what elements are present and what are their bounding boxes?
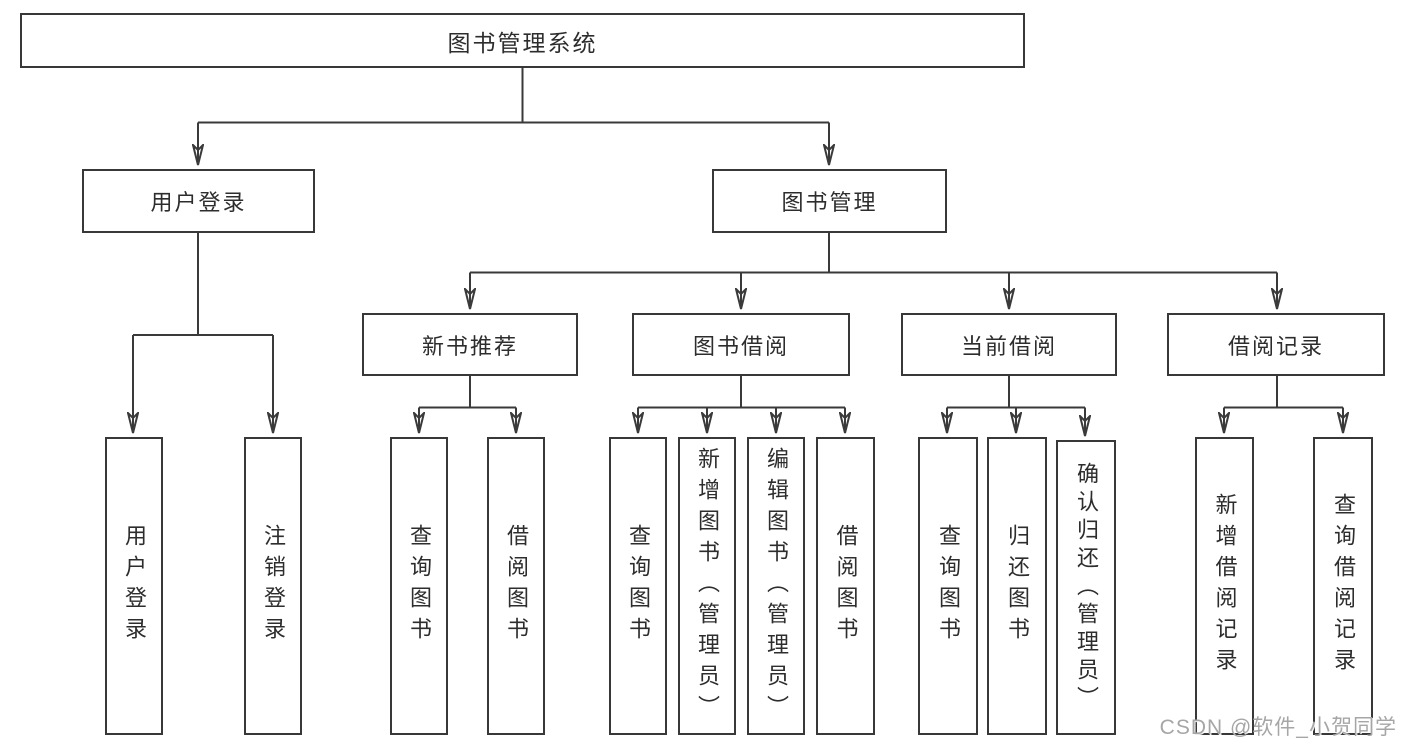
node-nbr-query-books-label: 查询图书 bbox=[407, 524, 432, 648]
node-bb-edit-books-admin-label: 编辑图书（管理员） bbox=[764, 446, 789, 726]
node-nbr-query-books: 查询图书 bbox=[390, 437, 448, 735]
node-login-leaf-label: 用户登录 bbox=[122, 524, 147, 648]
node-cb-confirm-return-admin: 确认归还（管理员） bbox=[1056, 440, 1116, 735]
node-book-borrowing: 图书借阅 bbox=[632, 313, 850, 376]
node-bb-edit-books-admin: 编辑图书（管理员） bbox=[747, 437, 805, 735]
node-root-system: 图书管理系统 bbox=[20, 13, 1025, 68]
node-bb-query-books: 查询图书 bbox=[609, 437, 667, 735]
node-bb-borrow-books-label: 借阅图书 bbox=[833, 524, 859, 648]
node-br-query-record-label: 查询借阅记录 bbox=[1331, 493, 1356, 679]
node-bb-add-books-admin-label: 新增图书（管理员） bbox=[695, 446, 720, 726]
node-bb-borrow-books: 借阅图书 bbox=[816, 437, 875, 735]
node-cb-query-books: 查询图书 bbox=[918, 437, 978, 735]
node-cb-query-books-label: 查询图书 bbox=[936, 524, 961, 648]
node-current-borrowing: 当前借阅 bbox=[901, 313, 1117, 376]
node-nbr-borrow-books: 借阅图书 bbox=[487, 437, 545, 735]
node-logout-leaf-label: 注销登录 bbox=[261, 524, 286, 648]
node-cb-return-books-label: 归还图书 bbox=[1005, 524, 1030, 648]
node-book-management-branch: 图书管理 bbox=[712, 169, 947, 233]
node-bb-add-books-admin: 新增图书（管理员） bbox=[678, 437, 736, 735]
node-bb-query-books-label: 查询图书 bbox=[626, 524, 651, 648]
node-new-book-recommend: 新书推荐 bbox=[362, 313, 578, 376]
node-cb-confirm-return-admin-label: 确认归还（管理员） bbox=[1074, 461, 1099, 714]
node-cb-return-books: 归还图书 bbox=[987, 437, 1047, 735]
node-br-add-record: 新增借阅记录 bbox=[1195, 437, 1254, 735]
node-borrowing-records: 借阅记录 bbox=[1167, 313, 1385, 376]
csdn-watermark: CSDN @软件_小贺同学 bbox=[1159, 716, 1397, 739]
node-nbr-borrow-books-label: 借阅图书 bbox=[504, 524, 529, 648]
node-br-query-record: 查询借阅记录 bbox=[1313, 437, 1373, 735]
node-logout-leaf: 注销登录 bbox=[244, 437, 302, 735]
node-br-add-record-label: 新增借阅记录 bbox=[1212, 493, 1238, 679]
node-user-login-branch: 用户登录 bbox=[82, 169, 315, 233]
node-login-leaf: 用户登录 bbox=[105, 437, 163, 735]
